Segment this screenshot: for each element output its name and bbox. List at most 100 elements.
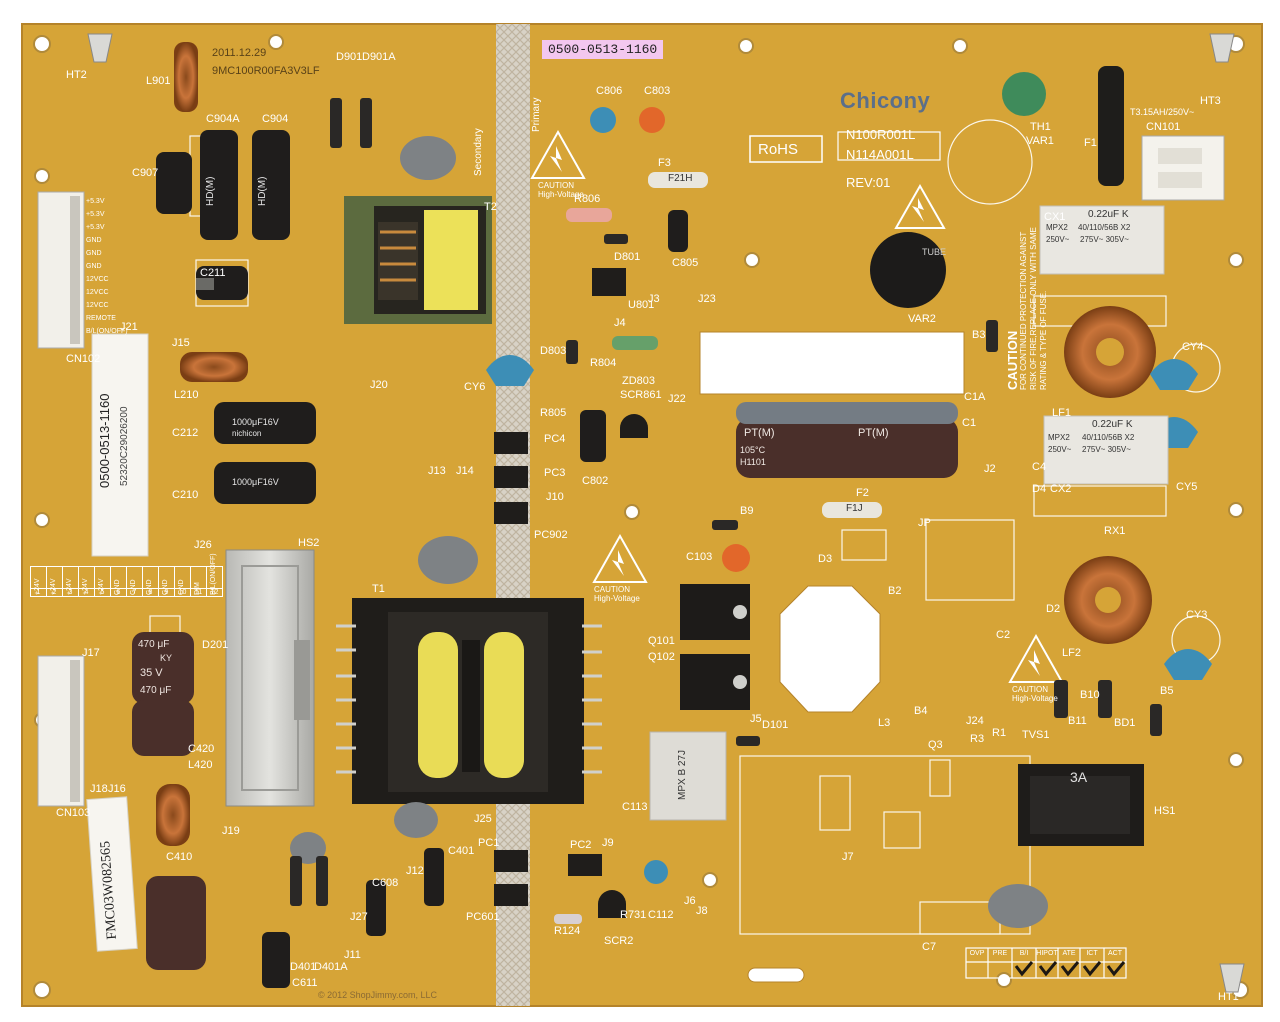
ht-clips: [87, 33, 1245, 993]
j19: J19: [222, 825, 240, 837]
j2: J2: [984, 463, 996, 475]
c1: C1: [962, 417, 977, 429]
d803: D803: [540, 345, 567, 357]
j3: J3: [648, 293, 660, 305]
f2: F2: [856, 487, 869, 499]
fuse-rating: T3.15AH/250V~: [1130, 107, 1195, 117]
j26: J26: [194, 539, 212, 551]
j13: J13: [428, 465, 446, 477]
f3: F3: [658, 157, 671, 169]
l210: L210: [174, 389, 199, 401]
var1: VAR1: [1026, 135, 1054, 147]
c210: C210: [172, 489, 199, 501]
heatsink-hs2: [225, 549, 315, 807]
b11: B11: [1068, 715, 1087, 727]
connector-cn103: [37, 655, 85, 807]
pc1: PC1: [478, 837, 500, 849]
c805: C805: [672, 257, 699, 269]
c608: C608: [372, 877, 399, 889]
revision: REV:01: [846, 175, 891, 190]
pc3: PC3: [544, 467, 566, 479]
b9: B9: [740, 505, 754, 517]
xcap-code-1: 40/110/56B X2: [1078, 223, 1131, 232]
cap-pt-2: PT(M): [858, 427, 889, 439]
c907: C907: [132, 167, 159, 179]
cx1: CX1: [1044, 211, 1066, 223]
q3: Q3: [928, 739, 943, 751]
caution-label-3: CAUTION: [1012, 685, 1048, 694]
scr861: SCR861: [620, 389, 662, 401]
hv-label-3: High-Voltage: [1012, 694, 1058, 703]
inductors: [156, 42, 1156, 846]
b3: B3: [972, 329, 986, 341]
varistors: [870, 66, 1124, 308]
ceramic-capacitors: [486, 107, 1212, 884]
c4: C4: [1032, 461, 1047, 473]
cn101: CN101: [1146, 121, 1181, 133]
cap-1000-2: 1000μF16V: [232, 477, 279, 487]
b10: B10: [1080, 689, 1100, 701]
connector-cn101: [1141, 135, 1225, 201]
th1: TH1: [1030, 121, 1051, 133]
bd1: BD1: [1114, 717, 1136, 729]
j10: J10: [546, 491, 564, 503]
c212: C212: [172, 427, 199, 439]
pc4: PC4: [544, 433, 566, 445]
cap-35v: 35 V: [140, 667, 163, 679]
c401: C401: [448, 845, 475, 857]
cap-code: H1101: [740, 457, 766, 467]
left-sticker-code: 52320C29026200: [119, 406, 130, 486]
hv-label-1: High-Voltage: [538, 190, 584, 199]
j24: J24: [966, 715, 984, 727]
f1: F1: [1084, 137, 1097, 149]
c1a: C1A: [964, 391, 986, 403]
var2: VAR2: [908, 313, 936, 325]
cy5: CY5: [1176, 481, 1198, 493]
brand-logo: Chicony: [840, 88, 931, 113]
r1: R1: [992, 727, 1007, 739]
cap-hd-2: HD(M): [257, 176, 268, 206]
r805: R805: [540, 407, 567, 419]
c7: C7: [922, 941, 937, 953]
cap-nichicon: nichicon: [232, 429, 262, 438]
c611: C611: [292, 977, 318, 989]
j12: J12: [406, 865, 424, 877]
electrolytic-capacitors: [132, 130, 958, 988]
d4: D4: [1032, 483, 1047, 495]
b2: B2: [888, 585, 902, 597]
xcap-value-2: 0.22uF K: [1092, 419, 1133, 430]
jp: JP: [918, 517, 931, 529]
board-slot: [747, 967, 805, 983]
tvs1: TVS1: [1022, 729, 1050, 741]
caution-label-1: CAUTION: [538, 181, 574, 190]
j4: J4: [614, 317, 626, 329]
variant-b: N114A001L: [846, 147, 914, 162]
j27: J27: [350, 911, 368, 923]
lf1: LF1: [1052, 407, 1071, 419]
j9: J9: [602, 837, 614, 849]
c2: C2: [996, 629, 1011, 641]
hs2: HS2: [298, 537, 320, 549]
b4: B4: [914, 705, 928, 717]
fuse-caution-2: FOR CONTINUED PROTECTION AGAINST: [1019, 231, 1028, 390]
j7: J7: [842, 851, 854, 863]
c803: C803: [644, 85, 671, 97]
cy3: CY3: [1186, 609, 1208, 621]
zd803: ZD803: [622, 375, 656, 387]
diodes: [290, 98, 1162, 906]
c112: C112: [648, 909, 674, 921]
j22: J22: [668, 393, 686, 405]
q101: Q101: [648, 635, 675, 647]
rohs-mark: RoHS: [758, 141, 799, 158]
board-model-code: 9MC100R00FA3V3LF: [212, 65, 320, 77]
j5: J5: [750, 713, 762, 725]
cx2: CX2: [1050, 483, 1072, 495]
xcap-type-2: MPX2: [1048, 433, 1070, 442]
l420: L420: [188, 759, 213, 771]
fuse-f2-mark: F1J: [846, 503, 863, 514]
c904a: C904A: [206, 113, 240, 125]
fuse-f3-mark: F21H: [668, 173, 693, 184]
cn102-pin-labels: +5.3V +5.3V +5.3V GND GND GND 12VCC 12VC…: [86, 198, 128, 335]
xcap-rating-2a: 250V~: [1048, 445, 1072, 454]
